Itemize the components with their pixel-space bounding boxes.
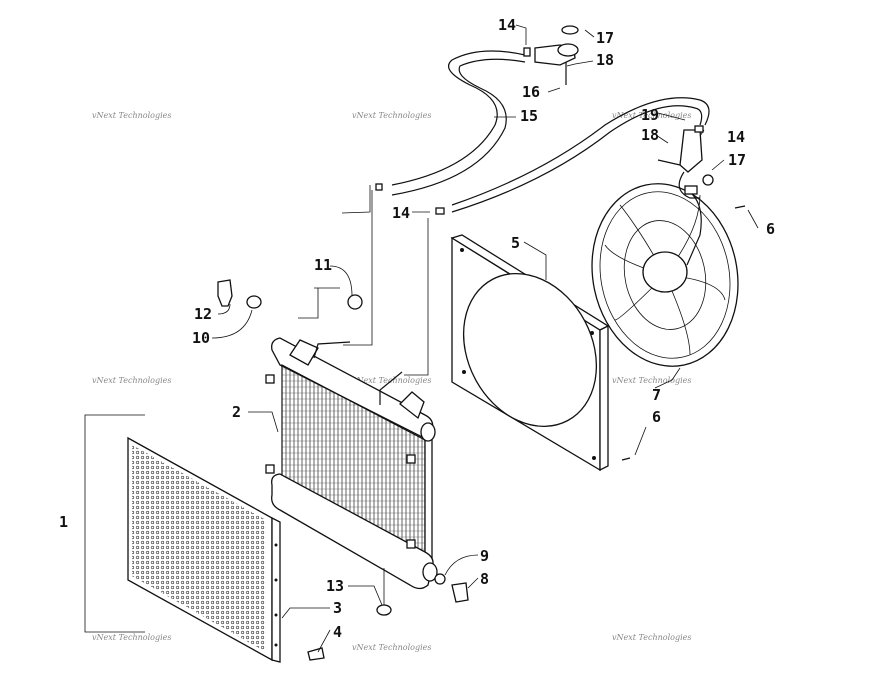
small-parts-group [217, 47, 746, 661]
watermark-text: vNext Technologies [612, 376, 691, 385]
cap-part [347, 294, 363, 310]
o-ring-part [434, 573, 446, 585]
callout-11: 11 [314, 256, 332, 274]
watermark-text: vNext Technologies [612, 111, 691, 120]
callout-16: 16 [522, 83, 540, 101]
grille-screen-part [127, 436, 281, 663]
callout-14-left: 14 [392, 204, 410, 222]
callout-8: 8 [480, 570, 489, 588]
watermark-text: vNext Technologies [92, 111, 171, 120]
callout-6-bottom: 6 [652, 408, 661, 426]
callout-15: 15 [520, 107, 538, 125]
callout-10: 10 [192, 329, 210, 347]
grommet-part [376, 604, 392, 616]
watermark-text: vNext Technologies [92, 633, 171, 642]
callout-6-top: 6 [766, 220, 775, 238]
callout-1: 1 [59, 513, 68, 531]
watermark-text: vNext Technologies [352, 643, 431, 652]
callout-17-top: 17 [596, 29, 614, 47]
drain-plug-part [217, 279, 233, 307]
cooling-fan-part [591, 183, 739, 367]
watermark-text: vNext Technologies [352, 111, 431, 120]
fastener-part [307, 647, 325, 661]
callout-4: 4 [333, 623, 342, 641]
callout-7: 7 [652, 386, 661, 404]
callout-12: 12 [194, 305, 212, 323]
callout-2: 2 [232, 403, 241, 421]
callout-13: 13 [326, 577, 344, 595]
leader-lines [211, 24, 759, 653]
callout-18-top: 18 [596, 51, 614, 69]
callout-17-right: 17 [728, 151, 746, 169]
gasket-part [246, 295, 262, 309]
callout-14-top: 14 [498, 16, 516, 34]
callout-labels: 1 2 3 4 5 6 6 7 8 9 10 11 12 13 14 14 14… [59, 16, 775, 641]
callout-18-right: 18 [641, 126, 659, 144]
radiator-cap-part [451, 582, 469, 603]
callout-9: 9 [480, 547, 489, 565]
watermark-text: vNext Technologies [92, 376, 171, 385]
callout-leader [84, 414, 145, 633]
callout-19: 19 [641, 106, 659, 124]
callout-14-right: 14 [727, 128, 745, 146]
callout-5: 5 [511, 234, 520, 252]
coolant-hose-part [391, 50, 710, 213]
watermark-text: vNext Technologies [612, 633, 691, 642]
callout-3: 3 [333, 599, 342, 617]
radiator-part [265, 337, 438, 590]
